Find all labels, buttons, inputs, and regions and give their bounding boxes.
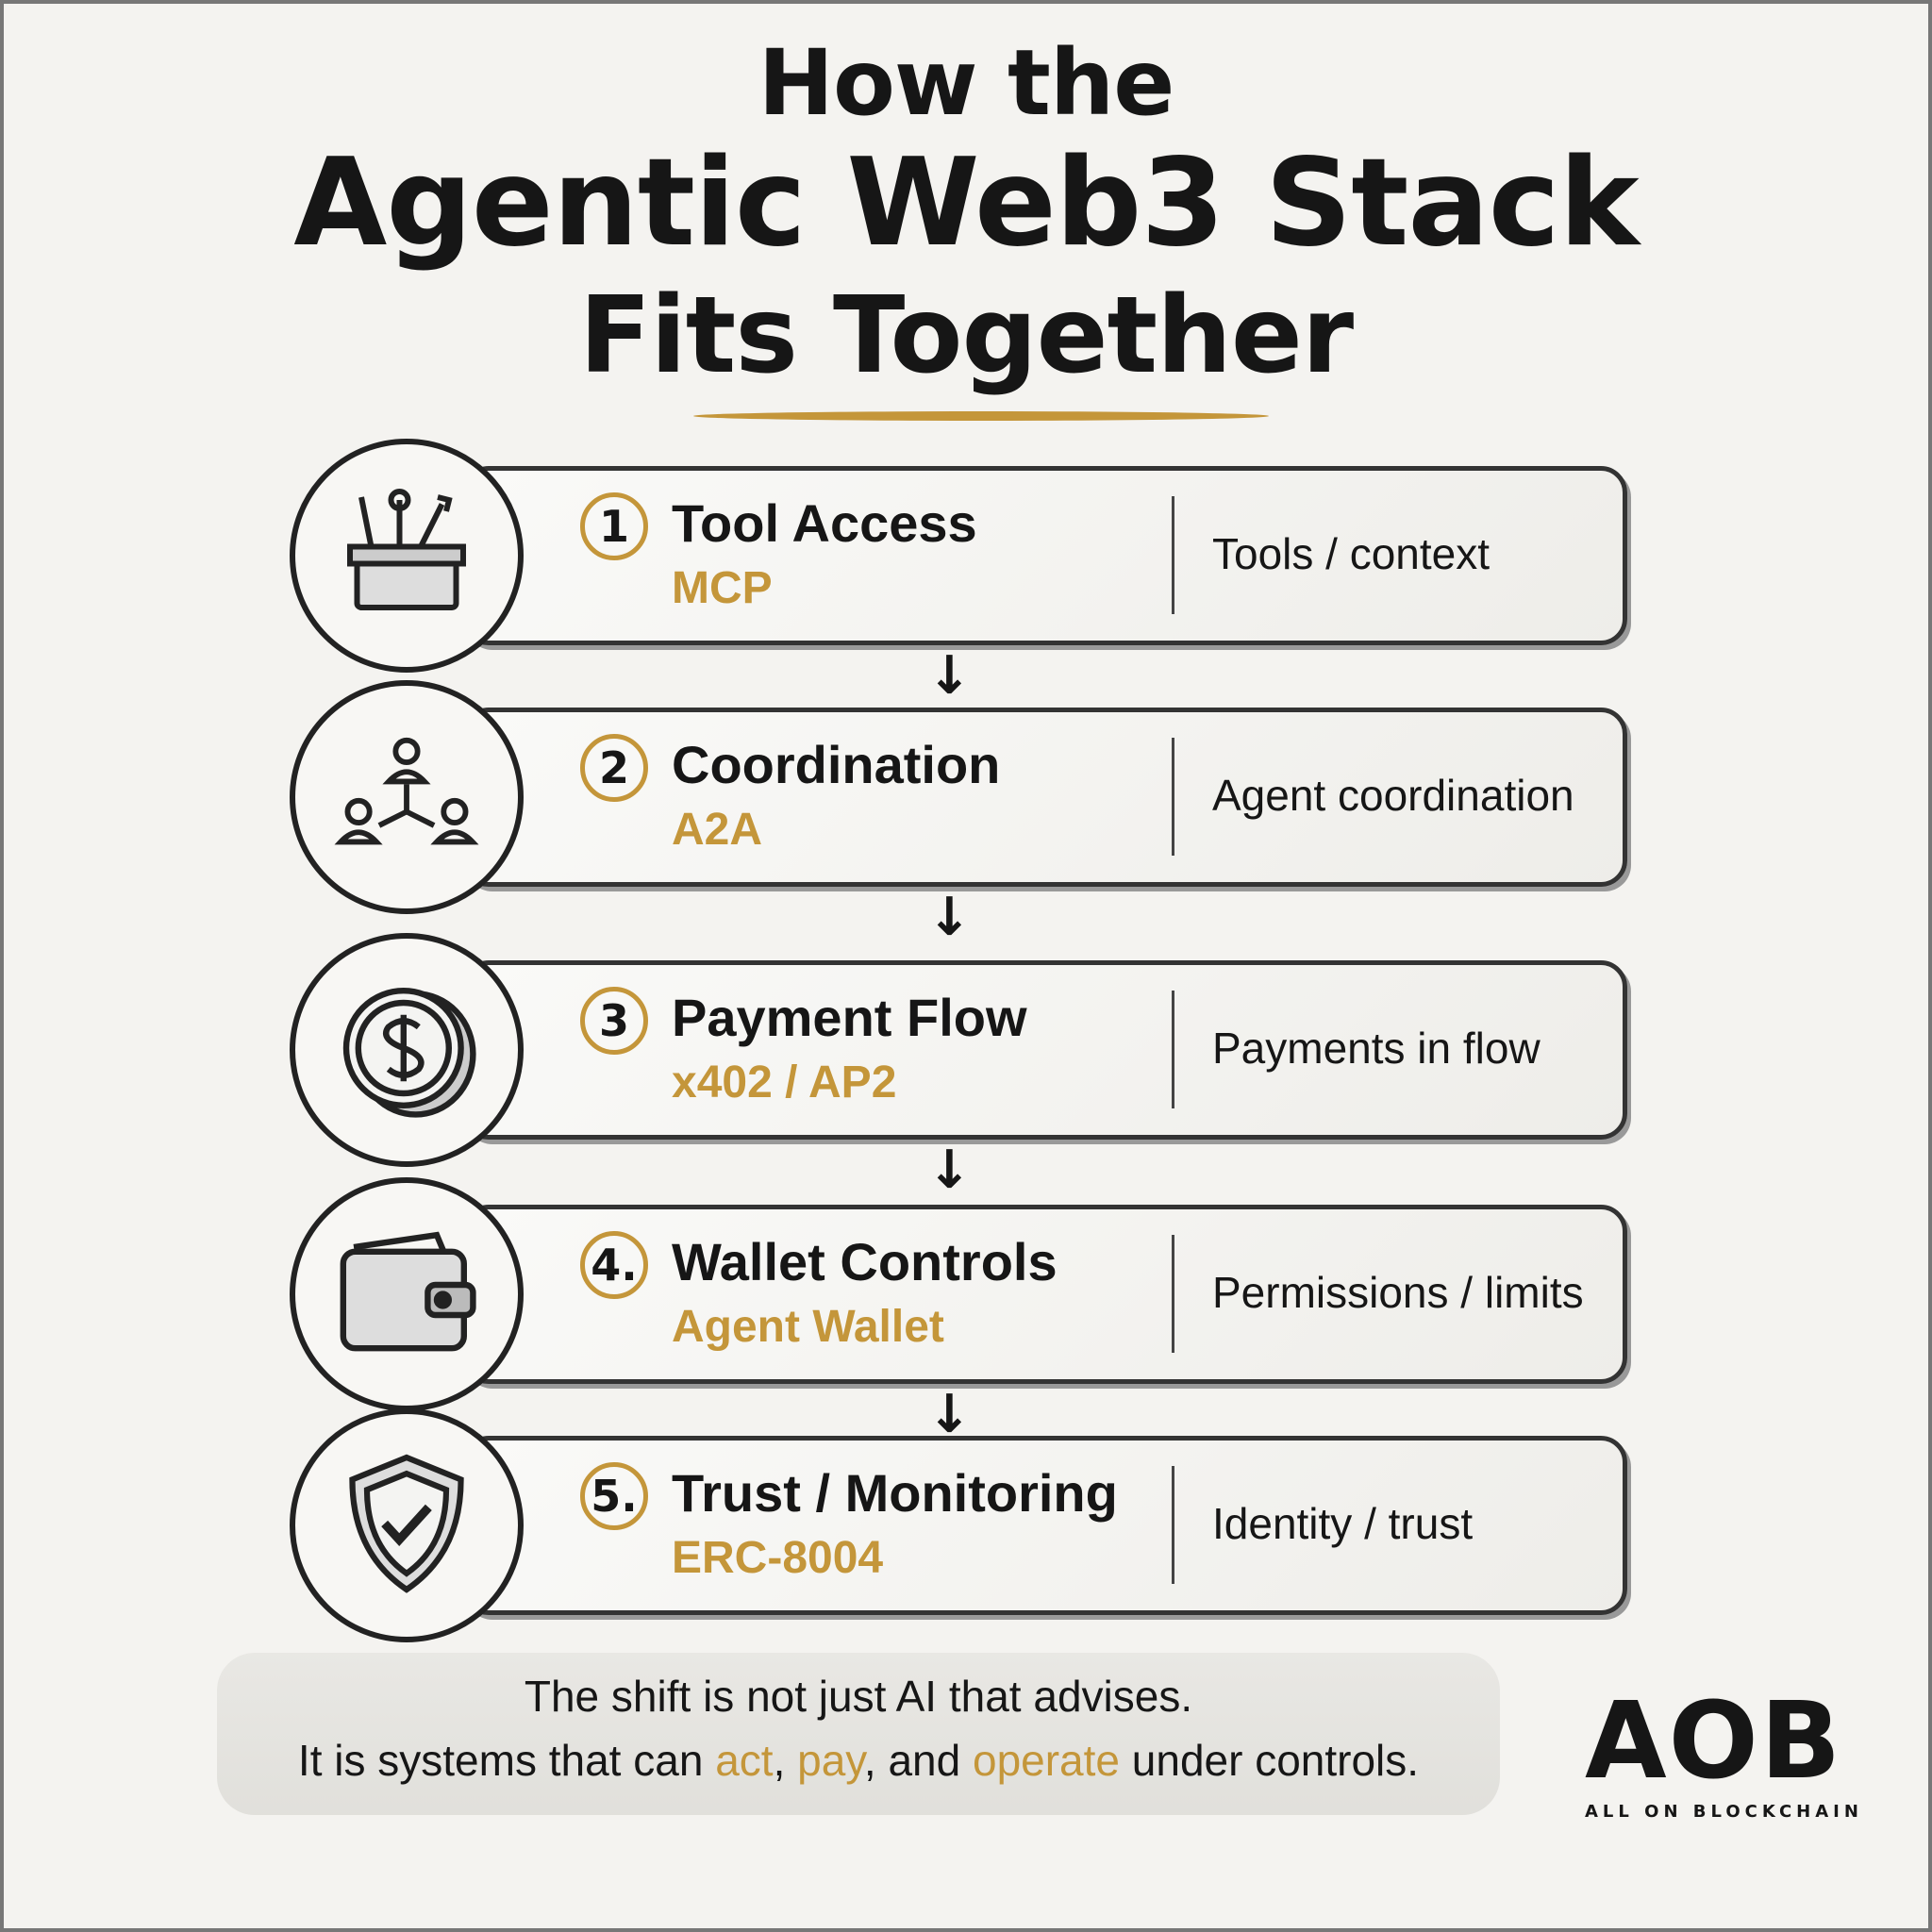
layer-title: Wallet Controls	[672, 1232, 1058, 1291]
layer-number: 4.	[580, 1231, 648, 1299]
layer-number: 5.	[580, 1462, 648, 1530]
toolbox-icon	[336, 483, 477, 628]
logo-name: ALL ON BLOCKCHAIN	[1585, 1802, 1863, 1822]
layer-description: Payments in flow	[1212, 1024, 1541, 1073]
dollar-coin-icon	[331, 973, 482, 1127]
down-arrow-icon: ↓	[927, 887, 972, 948]
down-arrow-icon: ↓	[927, 1384, 972, 1445]
layer-description: Identity / trust	[1212, 1499, 1474, 1548]
title-underline	[693, 411, 1269, 421]
layer-icon-circle	[290, 1408, 524, 1642]
layer-icon-circle	[290, 1177, 524, 1411]
layer-protocol: ERC-8004	[672, 1533, 884, 1583]
footer-text: , and	[863, 1736, 973, 1785]
highlight-act: act	[715, 1736, 774, 1785]
down-arrow-icon: ↓	[927, 1140, 972, 1201]
layer-title: Tool Access	[672, 493, 977, 553]
footer-text: under controls.	[1120, 1736, 1420, 1785]
footer-band	[217, 1653, 1500, 1815]
layer-number: 3	[580, 987, 648, 1055]
agent-network-icon	[331, 724, 482, 870]
layer-description: Tools / context	[1212, 529, 1491, 578]
layer-divider	[1172, 1466, 1174, 1584]
layer-protocol: x402 / AP2	[672, 1058, 897, 1108]
layer-number: 1	[580, 492, 648, 560]
layer-protocol: A2A	[672, 805, 763, 855]
title-line-2: Agentic Web3 Stack	[293, 133, 1640, 274]
layer-divider	[1172, 496, 1174, 614]
footer-text: It is systems that can	[297, 1736, 716, 1785]
layer-panel	[462, 708, 1627, 887]
layer-icon-circle	[290, 680, 524, 914]
wallet-icon	[331, 1222, 482, 1367]
footer-line-2: It is systems that can act, pay, and ope…	[189, 1736, 1528, 1786]
title-line-1: How the	[758, 30, 1175, 136]
layer-title: Trust / Monitoring	[672, 1463, 1118, 1523]
highlight-operate: operate	[972, 1736, 1120, 1785]
layer-panel	[462, 960, 1627, 1140]
layer-protocol: MCP	[672, 563, 773, 613]
layer-icon-circle	[290, 439, 524, 673]
layer-divider	[1172, 1235, 1174, 1353]
layer-description: Permissions / limits	[1212, 1268, 1584, 1317]
layer-title: Payment Flow	[672, 988, 1027, 1047]
layer-panel	[462, 1436, 1627, 1615]
highlight-pay: pay	[797, 1736, 864, 1785]
layer-protocol: Agent Wallet	[672, 1302, 944, 1352]
down-arrow-icon: ↓	[927, 645, 972, 707]
logo-mark: AOB	[1585, 1680, 1843, 1803]
layer-divider	[1172, 991, 1174, 1108]
title-line-3: Fits Together	[578, 275, 1354, 397]
footer-line-1: The shift is not just AI that advises.	[524, 1672, 1193, 1721]
layer-description: Agent coordination	[1212, 771, 1574, 820]
layer-icon-circle	[290, 933, 524, 1167]
layer-title: Coordination	[672, 735, 1001, 794]
layer-number: 2	[580, 734, 648, 802]
layer-panel	[462, 466, 1627, 645]
footer-text: ,	[773, 1736, 798, 1785]
layer-divider	[1172, 738, 1174, 856]
shield-check-icon	[341, 1448, 473, 1603]
